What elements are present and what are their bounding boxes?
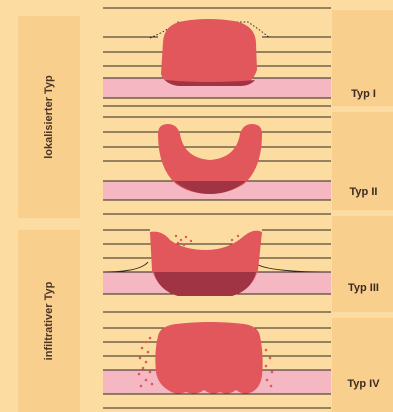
panel-typ-4 [103,312,331,408]
panel-typ-3 [103,214,331,296]
group-label-localized: lokalisierter Typ [43,75,55,159]
panel-typ-2 [103,117,331,200]
type-label-3: Typ III [336,282,391,294]
tumor-typ-4 [155,322,262,394]
panel-typ-1 [103,8,331,106]
type-label-2: Typ II [336,186,391,198]
type-label-1: Typ I [336,88,391,100]
tumor-base-typ-3 [154,272,256,296]
group-label-infiltrative: infiltrativer Typ [43,282,55,361]
type-label-4: Typ IV [336,378,391,390]
tumor-typ-1 [161,19,257,86]
